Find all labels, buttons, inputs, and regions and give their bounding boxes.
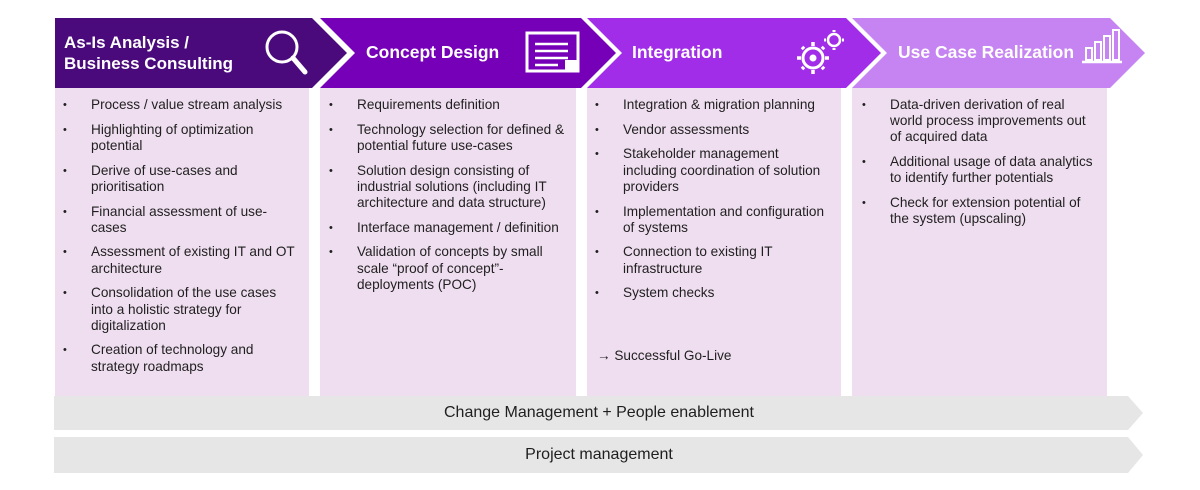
change-management-label: Change Management + People enablement	[444, 404, 754, 421]
magnifier-icon	[265, 30, 308, 75]
list-item: Vendor assessments	[589, 122, 833, 138]
phase-list-concept: Requirements definition Technology selec…	[323, 97, 568, 302]
list-item: Highlighting of optimization potential	[57, 122, 301, 154]
gears-icon	[797, 30, 844, 74]
list-item: System checks	[589, 285, 833, 301]
list-item: Creation of technology and strategy road…	[57, 342, 301, 374]
phase-list-use-case: Data-driven derivation of real world pro…	[856, 97, 1100, 236]
list-item: Data-driven derivation of real world pro…	[856, 97, 1100, 146]
phase-header-use-case	[852, 18, 1145, 88]
list-item: Implementation and configuration of syst…	[589, 204, 833, 236]
phase-title-use-case: Use Case Realization	[898, 42, 1075, 62]
phase-list-as-is: Process / value stream analysis Highligh…	[57, 97, 301, 383]
phase-title-as-is: As-Is Analysis / Business Consulting	[64, 32, 233, 74]
phase-header-integration	[587, 18, 881, 88]
list-item: Financial assessment of use-cases	[57, 204, 301, 236]
integration-goal: → Successful Go-Live	[597, 348, 732, 363]
list-item: Solution design consisting of industrial…	[323, 163, 568, 212]
list-item: Derive of use-cases and prioritisation	[57, 163, 301, 195]
list-item: Interface management / definition	[323, 220, 568, 236]
phase-title-concept: Concept Design	[366, 42, 500, 62]
list-item: Check for extension potential of the sys…	[856, 195, 1100, 227]
phase-title-as-is-line2: Business Consulting	[64, 54, 234, 73]
list-item: Integration & migration planning	[589, 97, 833, 113]
list-item: Process / value stream analysis	[57, 97, 301, 113]
list-item: Consolidation of the use cases into a ho…	[57, 285, 301, 334]
project-management-label: Project management	[525, 446, 673, 463]
phase-list-integration: Integration & migration planning Vendor …	[589, 97, 833, 310]
list-item: Connection to existing IT infrastructure	[589, 244, 833, 276]
phase-title-integration: Integration	[632, 42, 723, 62]
list-item: Technology selection for defined & poten…	[323, 122, 568, 154]
bar-chart-icon	[1082, 29, 1122, 64]
list-item: Additional usage of data analytics to id…	[856, 154, 1100, 186]
list-item: Requirements definition	[323, 97, 568, 113]
phase-panel-integration	[587, 88, 841, 398]
list-item: Stakeholder management including coordin…	[589, 146, 833, 195]
phase-title-as-is-line1: As-Is Analysis /	[64, 33, 190, 52]
document-icon	[525, 31, 580, 73]
change-management-band	[54, 396, 1143, 430]
list-item: Validation of concepts by small scale “p…	[323, 244, 568, 293]
project-management-band	[54, 437, 1143, 473]
list-item: Assessment of existing IT and OT archite…	[57, 244, 301, 276]
